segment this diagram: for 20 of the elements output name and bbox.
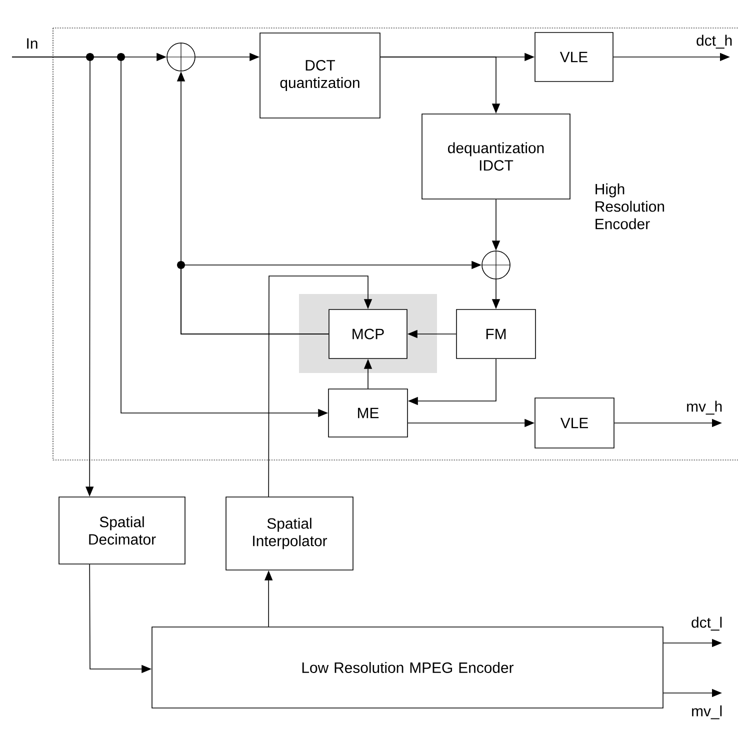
process-box: FM — [456, 309, 536, 359]
process-box: VLE — [534, 398, 614, 448]
signal-label: dct_h — [695, 34, 734, 50]
signal-label: In — [24, 37, 40, 50]
process-box: VLE — [534, 32, 614, 82]
summing-junction — [481, 250, 511, 280]
process-box: MCP — [328, 309, 408, 359]
signal-label: mv_l — [690, 704, 724, 720]
region-label: High Resolution Encoder — [596, 183, 664, 230]
arrow — [268, 276, 372, 497]
process-box: dequantization IDCT — [422, 114, 570, 200]
summing-junction — [166, 42, 196, 72]
process-box: Low Resolution MPEG Encoder — [152, 626, 664, 708]
process-box: Spatial Interpolator — [226, 496, 354, 570]
signal-label: dct_l — [690, 616, 724, 632]
signal-label: mv_h — [685, 400, 724, 416]
process-box: Spatial Decimator — [58, 496, 186, 564]
process-box: DCT quantization — [260, 32, 380, 118]
encoder-boundary — [52, 28, 738, 460]
process-box: ME — [328, 388, 408, 438]
